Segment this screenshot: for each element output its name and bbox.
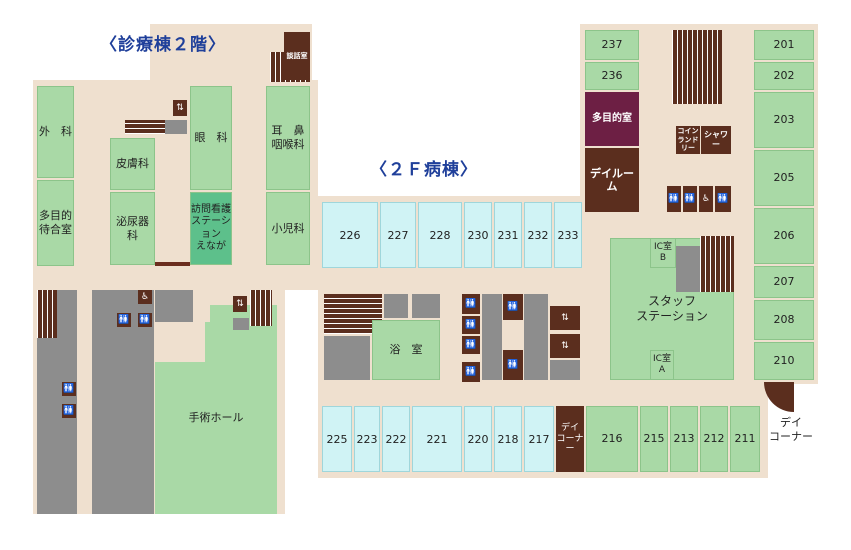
room-210[interactable]: 210 [754,342,814,380]
elevator-hall [155,290,193,322]
room-202[interactable]: 202 [754,62,814,90]
room-machiai[interactable]: 多目的 待合室 [37,180,74,266]
room-203[interactable]: 203 [754,92,814,148]
room-dayroom[interactable]: デイルーム [585,148,639,212]
room-218[interactable]: 218 [494,406,522,472]
corridor-mid [482,294,502,380]
room-danwa[interactable]: 談話室 [284,32,310,80]
toilet-icon: 🚻 [667,186,681,212]
room-236[interactable]: 236 [585,62,639,90]
clinic-heading: 〈診療棟２階〉 [100,35,226,55]
corridor-mid [524,294,548,380]
elevator-shaft [550,360,580,380]
room-221[interactable]: 221 [412,406,462,472]
corridor-center [92,290,154,514]
ward-heading: 〈２Ｆ病棟〉 [370,160,478,180]
room-day-corner[interactable]: デイ コーナー [769,416,813,443]
room-211[interactable]: 211 [730,406,760,472]
toilet-icon: 🚻 [117,313,131,327]
room-day-corner-small[interactable]: デイ コーナー [556,406,584,472]
room-shonika[interactable]: 小児科 [266,192,310,265]
corridor-mid [412,294,440,318]
room-226[interactable]: 226 [322,202,378,268]
room-207[interactable]: 207 [754,266,814,298]
elevator-shaft [676,246,700,292]
corner [155,322,205,362]
room-228[interactable]: 228 [418,202,462,268]
toilet-icon: 🚻 [462,362,480,382]
room-houmon[interactable]: 訪問看護 ステーション えなが [190,192,232,265]
room-ganka[interactable]: 眼 科 [190,86,232,190]
room-215[interactable]: 215 [640,406,668,472]
elevator-icon: ⇅ [173,100,187,116]
room-208[interactable]: 208 [754,300,814,340]
elevator-icon: ⇅ [550,334,580,358]
toilet-icon: 🚻 [138,313,152,327]
elevator-shaft [165,120,187,134]
room-tamokuteki[interactable]: 多目的室 [585,92,639,146]
day-corner-shape [764,382,794,412]
room-223[interactable]: 223 [354,406,380,472]
stairs [125,120,165,134]
room-212[interactable]: 212 [700,406,728,472]
corridor-left [37,338,77,514]
elevator-icon: ⇅ [233,296,247,312]
room-hifuka[interactable]: 皮膚科 [110,138,155,190]
room-232[interactable]: 232 [524,202,552,268]
room-230[interactable]: 230 [464,202,492,268]
corridor-mid [384,294,408,318]
room-shower[interactable]: シャワー [701,126,731,154]
room-geka[interactable]: 外 科 [37,86,74,178]
room-yokushitsu[interactable]: 浴 室 [372,320,440,380]
toilet-icon: 🚻 [503,350,523,380]
corridor-mid [324,336,370,380]
toilet-icon: 🚻 [715,186,731,212]
elevator-shaft [233,318,249,330]
stairs [700,236,734,292]
toilet-icon: 🚻 [462,336,480,354]
room-233[interactable]: 233 [554,202,582,268]
toilet-icon: 🚻 [62,382,76,396]
toilet-icon: 🚻 [683,186,697,212]
room-237[interactable]: 237 [585,30,639,60]
room-220[interactable]: 220 [464,406,492,472]
stairs [324,294,382,334]
stairs [250,290,272,326]
toilet-icon: 🚻 [462,294,480,314]
door [155,262,190,266]
toilet-icon: 🚻 [462,316,480,334]
room-213[interactable]: 213 [670,406,698,472]
room-231[interactable]: 231 [494,202,522,268]
elevator-icon: ⇅ [550,306,580,330]
room-ic-a[interactable]: IC室 A [650,350,674,380]
wheelchair-icon: ♿ [138,290,152,304]
wheelchair-icon: ♿ [699,186,713,212]
corridor-left [57,290,77,338]
room-227[interactable]: 227 [380,202,416,268]
toilet-icon: 🚻 [503,294,523,320]
room-216[interactable]: 216 [586,406,638,472]
room-jibi[interactable]: 耳 鼻 咽喉科 [266,86,310,190]
stairs [37,290,57,338]
room-205[interactable]: 205 [754,150,814,206]
room-201[interactable]: 201 [754,30,814,60]
room-206[interactable]: 206 [754,208,814,264]
room-hinyoukika[interactable]: 泌尿器科 [110,192,155,265]
room-coin-laundry[interactable]: コイン ランドリー [676,126,700,154]
stairs [672,30,722,104]
room-217[interactable]: 217 [524,406,554,472]
room-225[interactable]: 225 [322,406,352,472]
room-ic-b[interactable]: IC室 B [650,238,676,268]
toilet-icon: 🚻 [62,404,76,418]
room-222[interactable]: 222 [382,406,410,472]
